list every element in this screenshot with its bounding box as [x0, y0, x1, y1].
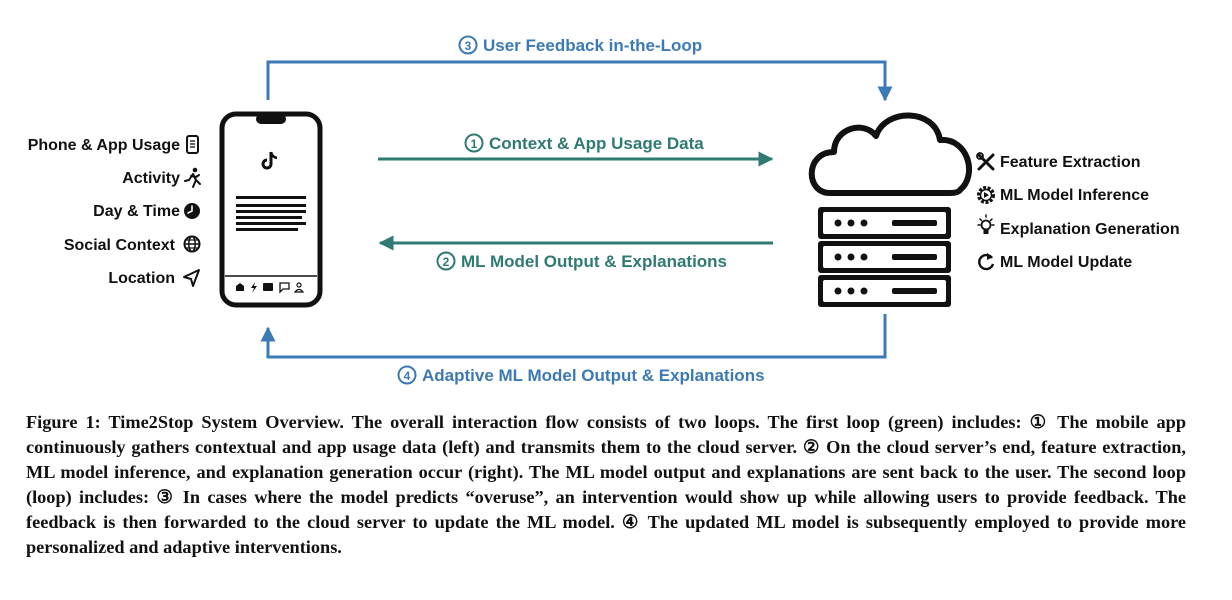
screen-content-lines	[236, 196, 306, 231]
feature-extraction-label: Feature Extraction	[1000, 154, 1140, 171]
clock-icon	[184, 203, 200, 219]
left-feature-list: Phone & App Usage Activity Day & Time So…	[28, 135, 201, 287]
phone-icon	[186, 135, 199, 154]
flow-2-label: ML Model Output & Explanations	[461, 252, 727, 271]
location-arrow-icon	[183, 269, 200, 287]
model-update-label: ML Model Update	[1000, 254, 1132, 271]
gear-play-icon	[977, 186, 995, 204]
flow-label-2: 2 ML Model Output & Explanations	[436, 251, 727, 271]
flow-1-number: 1	[471, 137, 478, 151]
figure-caption: Figure 1: Time2Stop System Overview. The…	[26, 412, 1186, 557]
feature-social-context: Social Context	[64, 237, 176, 254]
flow-2-number: 2	[443, 255, 450, 269]
tiktok-icon	[261, 151, 278, 170]
tools-icon	[976, 152, 995, 171]
model-inference-label: ML Model Inference	[1000, 187, 1149, 204]
cloud-server-icon	[808, 112, 972, 307]
flow-3-label: User Feedback in-the-Loop	[483, 36, 702, 55]
adaptive-loop-arrow	[260, 314, 887, 359]
feature-location: Location	[108, 270, 175, 287]
feature-activity: Activity	[122, 170, 180, 187]
feature-phone-usage: Phone & App Usage	[28, 137, 180, 154]
refresh-icon	[978, 253, 995, 271]
feedback-loop-arrow	[266, 60, 893, 102]
flow-1-label: Context & App Usage Data	[489, 134, 704, 153]
running-person-icon	[184, 167, 201, 188]
lightbulb-icon	[977, 214, 995, 234]
system-diagram: 3 User Feedback in-the-Loop 4 Adaptive M…	[28, 35, 1180, 385]
server-rack	[818, 207, 951, 307]
flow-label-4: 4 Adaptive ML Model Output & Explanation…	[397, 365, 765, 385]
globe-icon	[183, 235, 201, 253]
flow-3-number: 3	[465, 39, 472, 53]
flow-label-1: 1 Context & App Usage Data	[464, 133, 704, 153]
flow-4-number: 4	[404, 369, 411, 383]
phone-icon-large	[219, 111, 323, 308]
explanation-generation-label: Explanation Generation	[1000, 221, 1180, 238]
flow-label-3: 3 User Feedback in-the-Loop	[458, 35, 702, 55]
right-feature-list: Feature Extraction ML Model Inference Ex…	[976, 152, 1180, 271]
flow-4-label: Adaptive ML Model Output & Explanations	[422, 366, 765, 385]
phone-nav-bar	[236, 282, 305, 294]
feature-day-time: Day & Time	[93, 203, 180, 220]
